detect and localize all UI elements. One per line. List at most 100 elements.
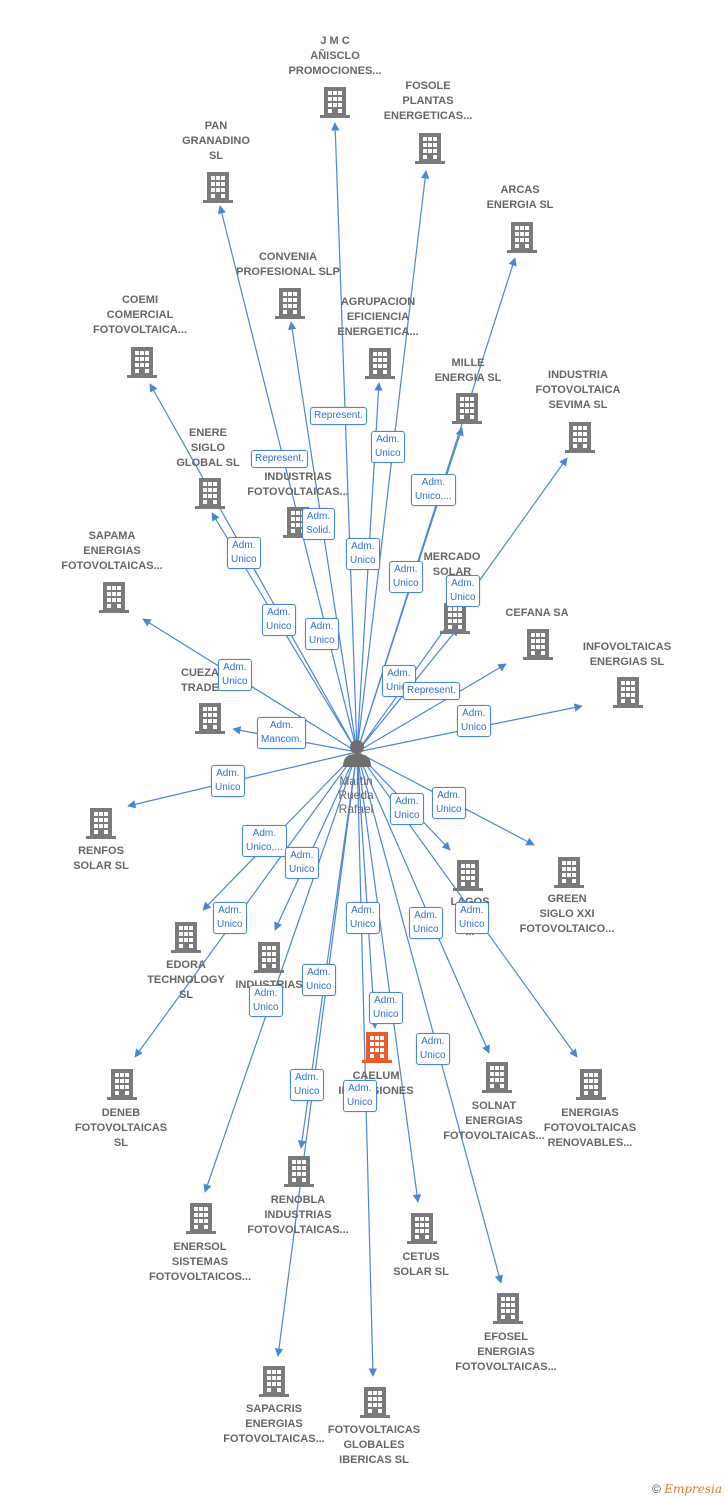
company-label-cueza[interactable]: CUEZA TRADE [181,667,219,694]
edge-role-label: Adm. Unico [432,787,466,819]
company-label-agrupacion[interactable]: AGRUPACION EFICIENCIA ENERGETICA... [337,296,419,338]
company-label-sapama[interactable]: SAPAMA ENERGIAS FOTOVOLTAICAS... [61,530,163,572]
company-label-renfos[interactable]: RENFOS SOLAR SL [73,845,129,872]
building-icon[interactable] [452,393,482,424]
building-icon[interactable] [171,922,201,953]
edge-caelum [356,751,379,1029]
building-icon[interactable] [320,87,350,118]
edge-role-label: Adm. Unico [305,618,339,650]
edge-pan [217,205,358,753]
company-label-deneb[interactable]: DENEB FOTOVOLTAICAS SL [74,1107,168,1149]
building-icon[interactable] [507,222,537,253]
company-label-renobla[interactable]: RENOBLA INDUSTRIAS FOTOVOLTAICAS... [247,1194,349,1236]
edge-role-label: Adm. Unico [211,765,245,797]
building-icon[interactable] [554,857,584,888]
edge-cefana [356,663,507,753]
copyright-symbol: © [652,1482,661,1496]
edge-role-label: Adm. Unico [457,705,491,737]
edge-role-label: Adm. Unico [302,964,336,996]
edge-role-label: Adm. Mancom. [257,717,307,749]
building-icon[interactable] [275,288,305,319]
edge-role-label: Represent. [251,450,308,468]
edge-role-label: Represent. [310,407,367,425]
building-icon[interactable] [284,1156,314,1187]
building-icon[interactable] [493,1293,523,1324]
edge-role-label: Adm. Unico,... [242,825,287,857]
edge-industrias2 [274,751,358,931]
edge-role-label: Adm. Unico [346,902,380,934]
company-label-green[interactable]: GREEN SIGLO XXI FOTOVOLTAICO... [519,893,615,935]
edge-sapacris [274,751,358,1357]
brand-logo[interactable]: Empresia [664,1482,722,1496]
edge-role-label: Adm. Unico [285,847,319,879]
person-icon[interactable] [343,740,371,767]
edge-role-label: Adm. Unico [369,992,403,1024]
building-icon[interactable] [186,1203,216,1234]
edge-role-label: Adm. Unico,... [411,474,456,506]
footer: © Empresia [652,1482,722,1496]
building-icon[interactable] [99,582,129,613]
company-label-sevima[interactable]: INDUSTRIA FOTOVOLTAICA SEVIMA SL [535,369,621,411]
edge-efosel [356,751,504,1284]
building-icon[interactable] [407,1213,437,1244]
edge-role-label: Adm. Unico [343,1080,377,1112]
building-icon[interactable] [203,172,233,203]
company-label-enere[interactable]: ENERE SIGLO GLOBAL SL [176,427,240,469]
building-icon[interactable] [576,1069,606,1100]
building-icon[interactable] [360,1387,390,1418]
company-label-efr[interactable]: ENERGIAS FOTOVOLTAICAS RENOVABLES... [543,1107,637,1149]
company-label-industrias1[interactable]: INDUSTRIAS FOTOVOLTAICAS... [247,471,349,498]
edge-role-label: Adm. Unico [346,538,380,570]
edge-role-label: Adm. Unico [416,1033,450,1065]
building-icon[interactable] [362,1032,392,1063]
building-icon[interactable] [453,860,483,891]
edge-role-label: Adm. Unico [218,659,252,691]
company-label-solnat[interactable]: SOLNAT ENERGIAS FOTOVOLTAICAS... [443,1100,545,1142]
edge-role-label: Adm. Unico [409,907,443,939]
building-icon[interactable] [195,703,225,734]
company-label-pan[interactable]: PAN GRANADINO SL [182,120,250,162]
company-label-mille[interactable]: MILLE ENERGIA SL [434,357,502,384]
building-icon[interactable] [523,629,553,660]
company-label-convenia[interactable]: CONVENIA PROFESIONAL SLP [236,251,340,278]
building-icon[interactable] [195,478,225,509]
company-label-cefana[interactable]: CEFANA SA [505,607,569,619]
company-label-globales[interactable]: FOTOVOLTAICAS GLOBALES IBERICAS SL [327,1424,421,1466]
edge-role-label: Adm. Unico [371,431,405,463]
building-icon[interactable] [415,133,445,164]
center-person-name[interactable]: Martin Rueda Rafael [338,774,374,816]
edge-solnat [356,751,490,1054]
edge-jmc [331,122,358,753]
company-label-arcas[interactable]: ARCAS ENERGIA SL [486,184,554,211]
edge-role-label: Adm. Unico [213,902,247,934]
edge-role-label: Adm. Unico [290,1069,324,1101]
company-label-jmc[interactable]: J M C AÑISCLO PROMOCIONES... [288,35,382,77]
edge-role-label: Adm. Unico [262,604,296,636]
edge-role-label: Adm. Unico [455,902,489,934]
edge-role-label: Represent. [403,682,460,700]
building-icon[interactable] [565,422,595,453]
building-icon[interactable] [613,677,643,708]
company-label-fosole[interactable]: FOSOLE PLANTAS ENERGETICAS... [383,80,473,122]
company-label-efosel[interactable]: EFOSEL ENERGIAS FOTOVOLTAICAS... [455,1331,557,1373]
edge-role-label: Adm. Unico [227,537,261,569]
building-icon[interactable] [86,808,116,839]
edge-cetus [356,751,422,1203]
company-label-edora[interactable]: EDORA TECHNOLOGY SL [147,959,225,1001]
building-icon[interactable] [259,1366,289,1397]
building-icon[interactable] [127,347,157,378]
edge-globales [356,751,378,1377]
edge-role-label: Adm. Unico [389,561,423,593]
company-label-enersol[interactable]: ENERSOL SISTEMAS FOTOVOLTAICOS... [148,1241,252,1283]
edge-role-label: Adm. Unico [446,575,480,607]
building-icon[interactable] [107,1069,137,1100]
building-icon[interactable] [482,1062,512,1093]
company-label-sapacris[interactable]: SAPACRIS ENERGIAS FOTOVOLTAICAS... [223,1403,325,1445]
edge-role-label: Adm. Unico [390,793,424,825]
company-label-infovoltaicas[interactable]: INFOVOLTAICAS ENERGIAS SL [582,641,672,668]
company-label-cetus[interactable]: CETUS SOLAR SL [393,1251,449,1278]
edge-role-label: Adm. Unico [249,985,283,1017]
edge-role-label: Adm. Solid. [302,508,336,540]
building-icon[interactable] [365,348,395,379]
company-label-coemi[interactable]: COEMI COMERCIAL FOTOVOLTAICA... [92,294,188,336]
